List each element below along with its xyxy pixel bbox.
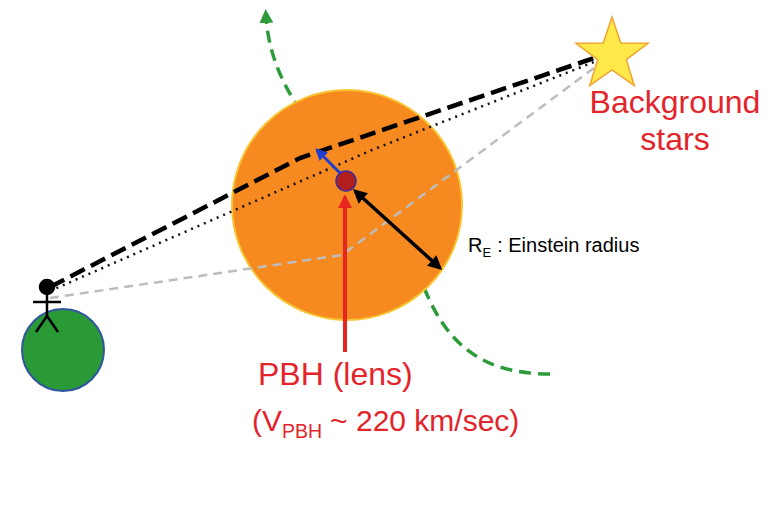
subscript-text: PBH (282, 420, 322, 442)
label-text: ~ 220 km/sec) (330, 404, 519, 439)
radius-label: RE: Einstein radius (468, 234, 639, 257)
label-text: Background stars (590, 84, 761, 157)
straight-light-path (50, 62, 602, 298)
pbh-dot (336, 171, 356, 191)
subscript-text: E (482, 246, 491, 261)
earth (22, 309, 104, 391)
label-text: (V (252, 404, 282, 439)
label-text: R (468, 234, 482, 257)
star-label: Background stars (584, 84, 766, 158)
einstein-radius-arrow (355, 191, 440, 268)
lensed-light-path (50, 58, 604, 291)
label-text: PBH (lens) (258, 356, 413, 393)
lens-label: PBH (lens) (258, 356, 413, 393)
label-text: : Einstein radius (497, 234, 639, 257)
background-star (576, 17, 648, 86)
velocity-arrow (317, 150, 340, 173)
velocity-label: (VPBH ~ 220 km/sec) (252, 404, 519, 439)
pointer-arrow (343, 197, 347, 352)
